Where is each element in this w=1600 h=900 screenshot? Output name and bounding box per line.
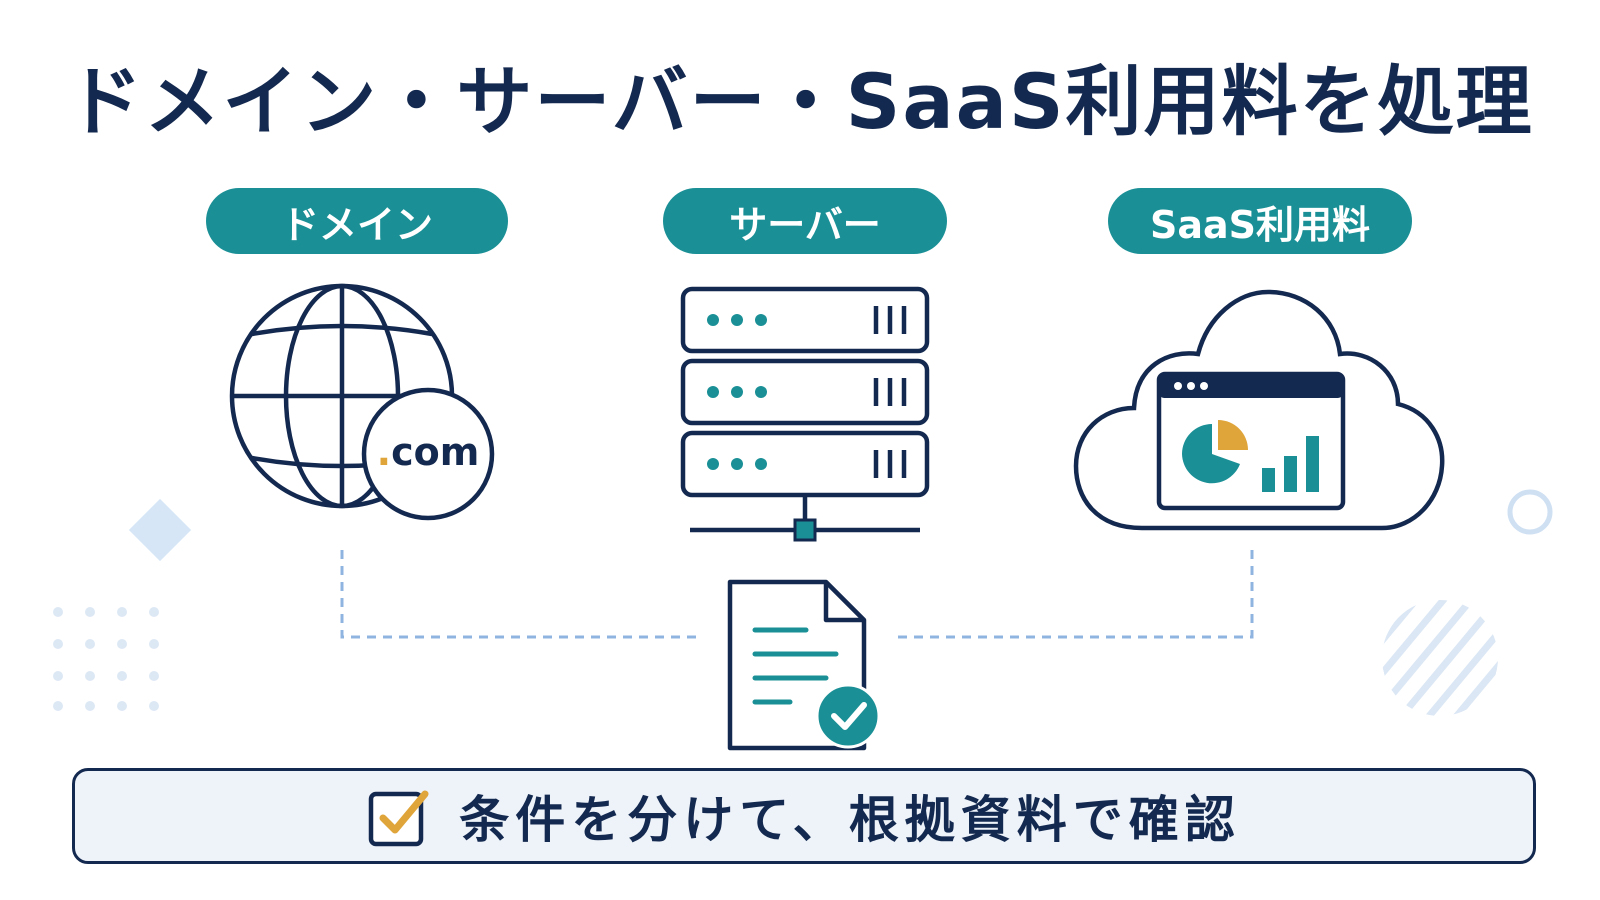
- domain-tld-label: .com: [376, 430, 480, 474]
- decoration-dot-grid: [53, 607, 159, 711]
- server-rack-icon: [680, 286, 930, 542]
- page-title: ドメイン・サーバー・SaaS利用料を処理: [66, 57, 1534, 146]
- globe-icon: [229, 283, 495, 521]
- connector-lines: [340, 550, 1254, 639]
- decoration-ring: [1507, 489, 1553, 535]
- decoration-striped-circle: [1382, 600, 1498, 716]
- decoration-diamond: [128, 498, 192, 562]
- cloud-dashboard-icon: [1073, 289, 1445, 531]
- note-text: 条件を分けて、根拠資料で確認: [459, 791, 1241, 849]
- category-label-server: サーバー: [663, 188, 947, 254]
- note-box: 条件を分けて、根拠資料で確認: [72, 768, 1536, 864]
- category-label-saas: SaaS利用料: [1108, 188, 1412, 254]
- document-check-icon: [727, 579, 881, 751]
- checkbox-icon: [369, 790, 429, 847]
- category-label-domain: ドメイン: [206, 188, 508, 254]
